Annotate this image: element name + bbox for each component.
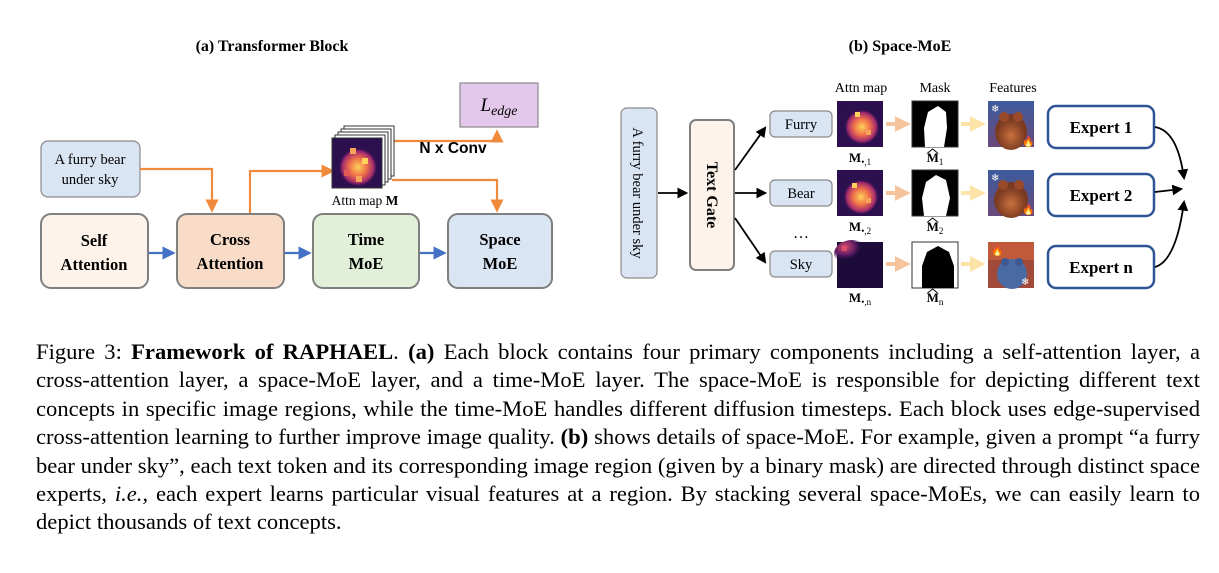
attn-map-label-3: M•,n <box>849 290 872 307</box>
expert-n-label: Expert n <box>1069 258 1133 277</box>
space-moe-line-2: MoE <box>483 254 518 273</box>
self-attention-block: Self Attention <box>40 213 149 289</box>
attn-to-space-arrow <box>392 178 504 213</box>
expert-2-label: Expert 2 <box>1070 186 1133 205</box>
snow-icon: ❄ <box>991 173 999 184</box>
col-header-features: Features <box>989 81 1036 96</box>
attn-map-label-2: M•,2 <box>849 219 871 236</box>
space-moe-block: Space MoE <box>447 213 553 289</box>
figure-caption: Figure 3: Framework of RAPHAEL. (a) Each… <box>36 338 1200 537</box>
expert-1-label: Expert 1 <box>1070 118 1133 137</box>
mask-row-1 <box>911 100 959 148</box>
cross-attention-block: Cross Attention <box>176 213 285 289</box>
prompt-to-cross-arrow <box>140 167 219 213</box>
prompt-line-1: A furry bear <box>55 152 126 168</box>
feature-image-3: 🔥 ❄ <box>988 242 1034 289</box>
caption-figure-label: Figure 3: <box>36 339 132 364</box>
prompt-line-2: under sky <box>62 172 120 188</box>
snow-icon: ❄ <box>1021 277 1029 288</box>
time-moe-line-2: MoE <box>349 254 384 273</box>
caption-text: . <box>393 339 409 364</box>
edge-loss-label: Ledge <box>479 95 517 119</box>
gate-to-sky-arrow <box>734 217 767 264</box>
token-bear: Bear <box>769 179 833 207</box>
cross-to-attn-arrow <box>248 164 335 213</box>
fire-icon: 🔥 <box>1022 203 1034 216</box>
mask-row-2 <box>911 169 959 217</box>
attn-to-loss-arrow <box>392 129 504 143</box>
col-header-mask: Mask <box>919 81 950 96</box>
expert-n-out-arrow <box>1154 199 1189 268</box>
time-moe-line-1: Time <box>348 230 384 249</box>
mask-label-2: M2 <box>927 219 944 236</box>
gate-to-furry-arrow <box>734 126 767 171</box>
fire-icon: 🔥 <box>1022 135 1034 148</box>
snow-icon: ❄ <box>991 104 999 115</box>
mask-label-1: M1 <box>927 150 944 167</box>
col-header-attn: Attn map <box>835 81 888 96</box>
cross-attention-line-2: Attention <box>197 254 264 273</box>
token-bear-label: Bear <box>787 186 815 202</box>
text-gate-label: Text Gate <box>703 162 720 229</box>
edge-loss-box: Ledge <box>459 82 539 128</box>
feature-image-2: ❄ 🔥 <box>988 170 1034 218</box>
expert-1-out-arrow <box>1154 126 1189 181</box>
attention-heatmap <box>331 137 383 189</box>
space-moe-line-1: Space <box>479 230 520 249</box>
cross-attention-line-1: Cross <box>210 230 251 249</box>
expert-2-out-arrow <box>1154 184 1184 196</box>
vertical-prompt-box: A furry bear under sky <box>620 107 658 279</box>
self-attention-line-2: Attention <box>61 255 128 274</box>
token-sky: Sky <box>769 250 833 278</box>
attn-map-row-2 <box>837 170 883 216</box>
caption-tag-b: (b) <box>560 424 589 450</box>
framework-figure: (a) Transformer Block A furry bear under… <box>40 38 1189 307</box>
mask-row-3 <box>911 241 959 289</box>
expert-1-box: Expert 1 <box>1046 104 1156 150</box>
token-furry-label: Furry <box>785 117 818 133</box>
caption-text: Each block contains four primary compone… <box>36 339 1200 450</box>
fire-icon: 🔥 <box>991 244 1003 257</box>
caption-tag-a: (a) <box>408 339 435 364</box>
mask-hat-accent <box>927 217 938 223</box>
expert-2-box: Expert 2 <box>1046 172 1156 218</box>
expert-n-box: Expert n <box>1046 244 1156 290</box>
mask-hat-accent <box>927 148 938 154</box>
attn-map-label-1: M•,1 <box>849 150 871 167</box>
panel-b-title: (b) Space-MoE <box>849 38 952 55</box>
feature-image-1: ❄ 🔥 <box>988 101 1034 150</box>
caption-text: each expert learns particular visual fea… <box>36 481 1200 535</box>
token-furry: Furry <box>769 110 833 138</box>
vertical-prompt-text: A furry bear under sky <box>629 127 645 259</box>
prompt-box: A furry bear under sky <box>40 140 141 198</box>
token-sky-label: Sky <box>790 257 813 273</box>
text-gate-box: Text Gate <box>689 119 735 271</box>
caption-text: shows details of space-MoE. For example,… <box>36 424 1200 507</box>
attn-map-row-1 <box>837 101 883 147</box>
caption-ie: i.e., <box>114 481 149 507</box>
attention-map-stack <box>331 125 395 189</box>
conv-label: N x Conv <box>419 140 487 157</box>
mask-hat-accent <box>927 288 938 294</box>
token-ellipsis: … <box>793 225 809 242</box>
self-attention-line-1: Self <box>81 231 108 250</box>
time-moe-block: Time MoE <box>312 213 420 289</box>
attn-map-row-3 <box>834 240 883 288</box>
mask-label-3: Mn <box>927 290 944 307</box>
attn-map-label: Attn map M <box>332 193 399 208</box>
panel-a-title: (a) Transformer Block <box>196 38 349 55</box>
caption-title: Framework of RAPHAEL <box>131 339 394 364</box>
